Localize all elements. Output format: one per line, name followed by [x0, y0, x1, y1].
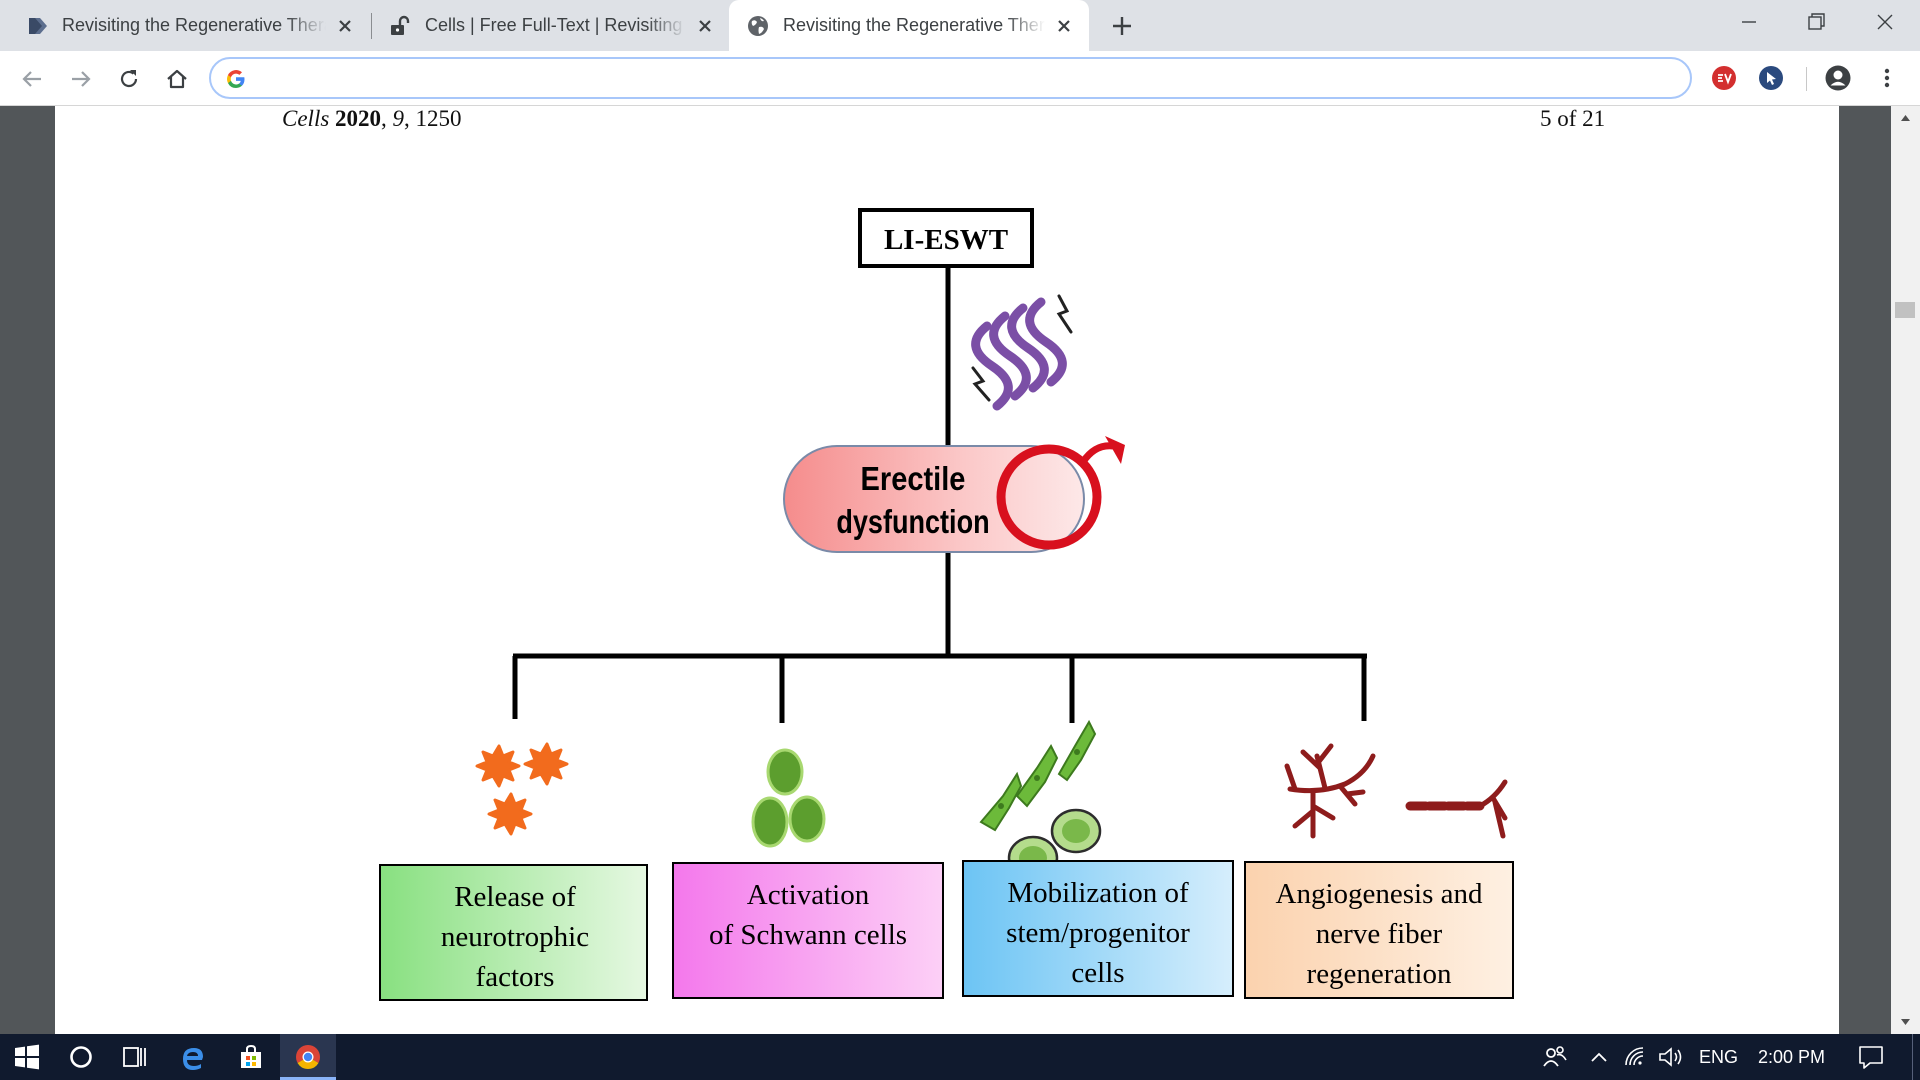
browser-toolbar — [0, 51, 1920, 106]
google-g-icon — [227, 70, 245, 88]
toolbar-divider — [1806, 67, 1807, 91]
globe-icon — [748, 15, 768, 36]
box-line: regeneration — [1307, 958, 1452, 990]
scroll-thumb[interactable] — [1895, 302, 1915, 318]
box-line: cells — [1071, 957, 1124, 989]
box-line: of Schwann cells — [709, 919, 907, 951]
citation-header: Cells 2020, 9, 1250 — [282, 106, 462, 131]
clock[interactable]: 2:00 PM — [1758, 1047, 1826, 1067]
box-line: nerve fiber — [1316, 918, 1443, 950]
pdf-page: Cells 2020, 9, 1250 5 of 21 LI-ESWT — [55, 106, 1839, 1034]
kebab-menu-icon[interactable] — [1873, 64, 1901, 92]
erectile-dysfunction-node: Erectile dysfunction — [783, 445, 1085, 553]
journal-year: 2020 — [335, 106, 382, 131]
center-label-line1: Erectile — [861, 460, 966, 497]
cortana-search-icon[interactable] — [66, 1042, 96, 1072]
journal-volume: 9 — [392, 106, 405, 131]
tab-cells[interactable]: Cells | Free Full-Text | Revisiting th — [375, 0, 730, 51]
windows-start-icon[interactable] — [12, 1042, 42, 1072]
windows-taskbar: ENG 2:00 PM — [0, 1034, 1920, 1080]
tab-title: Cells | Free Full-Text | Revisiting th — [425, 15, 686, 35]
close-icon[interactable] — [1053, 15, 1075, 37]
pdf-viewer: Cells 2020, 9, 1250 5 of 21 LI-ESWT — [0, 106, 1920, 1034]
store-bag-icon[interactable] — [236, 1042, 266, 1072]
profile-avatar-icon[interactable] — [1824, 64, 1852, 92]
show-desktop-divider — [1912, 1034, 1913, 1080]
reload-icon[interactable] — [114, 64, 144, 94]
forward-arrow-icon[interactable] — [66, 64, 96, 94]
li-eswt-label: LI-ESWT — [858, 208, 1034, 268]
center-label-line2: dysfunction — [836, 505, 989, 541]
page-indicator: 5 of 21 — [1540, 106, 1606, 131]
task-view-icon[interactable] — [120, 1042, 150, 1072]
outcome-box-angiogenesis: Angiogenesis and nerve fiber regeneratio… — [1244, 861, 1514, 999]
extension-cursor-icon[interactable] — [1757, 64, 1785, 92]
close-icon[interactable] — [694, 15, 716, 37]
box-line: Release of — [454, 881, 576, 913]
action-center-icon[interactable] — [1856, 1042, 1886, 1072]
li-eswt-text: LI-ESWT — [884, 224, 1008, 256]
back-arrow-icon[interactable] — [17, 64, 47, 94]
chevron-up-icon[interactable] — [1584, 1042, 1614, 1072]
minimize-icon[interactable] — [1731, 8, 1767, 36]
home-icon[interactable] — [162, 64, 192, 94]
schwann-cells-icon — [751, 748, 826, 848]
active-indicator — [280, 1077, 336, 1080]
box-line: Angiogenesis and — [1276, 878, 1483, 910]
scroll-down-icon[interactable] — [1900, 1018, 1911, 1026]
bookmark-arrow-icon — [29, 17, 47, 34]
extension-ev-icon[interactable] — [1710, 64, 1738, 92]
volume-icon[interactable] — [1656, 1042, 1686, 1072]
language-indicator[interactable]: ENG — [1699, 1047, 1739, 1067]
neurotrophic-factors-icon — [475, 742, 569, 836]
address-input[interactable] — [259, 65, 1659, 91]
tab-separator — [371, 13, 372, 39]
scroll-up-icon[interactable] — [1900, 114, 1911, 122]
open-lock-icon — [391, 15, 410, 35]
outcome-box-neurotrophic: Release of neurotrophic factors — [379, 864, 648, 1001]
tab-title: Revisiting the Regenerative Thera — [62, 15, 326, 35]
box-line: Activation — [747, 879, 870, 911]
people-icon[interactable] — [1540, 1042, 1570, 1072]
vertical-scrollbar[interactable] — [1891, 106, 1920, 1034]
outcome-box-schwann: Activation of Schwann cells — [672, 862, 944, 999]
box-line: Mobilization of — [1007, 877, 1189, 909]
figure-diagram: LI-ESWT Erectile dy — [379, 208, 1514, 1001]
close-window-icon[interactable] — [1867, 8, 1903, 36]
journal-name: Cells — [282, 106, 330, 131]
tab-revisiting-active[interactable]: Revisiting the Regenerative Thera — [729, 0, 1089, 51]
restore-icon[interactable] — [1798, 8, 1834, 36]
tab-revisiting-1[interactable]: Revisiting the Regenerative Thera — [0, 0, 370, 51]
chrome-icon — [296, 1045, 320, 1070]
new-tab-icon[interactable] — [1108, 12, 1136, 40]
connector-lines — [512, 266, 1367, 723]
box-line: factors — [476, 961, 555, 993]
shockwave-icon — [971, 294, 1073, 411]
address-bar[interactable] — [209, 57, 1692, 99]
edge-browser-icon[interactable] — [178, 1042, 208, 1072]
box-line: neurotrophic — [441, 921, 589, 953]
male-symbol-icon — [996, 436, 1125, 550]
box-line: stem/progenitor — [1006, 917, 1190, 949]
stem-progenitor-cells-icon — [979, 719, 1102, 881]
outcome-box-stem-cells: Mobilization of stem/progenitor cells — [962, 860, 1234, 997]
angiogenesis-nerve-icon — [1284, 743, 1508, 839]
chrome-taskbar-item[interactable] — [280, 1034, 336, 1080]
wifi-icon[interactable] — [1620, 1042, 1650, 1072]
tab-title: Revisiting the Regenerative Thera — [783, 15, 1045, 35]
article-number: 1250 — [415, 106, 462, 131]
tab-strip: Revisiting the Regenerative Thera Cells … — [0, 0, 1920, 51]
close-icon[interactable] — [334, 15, 356, 37]
